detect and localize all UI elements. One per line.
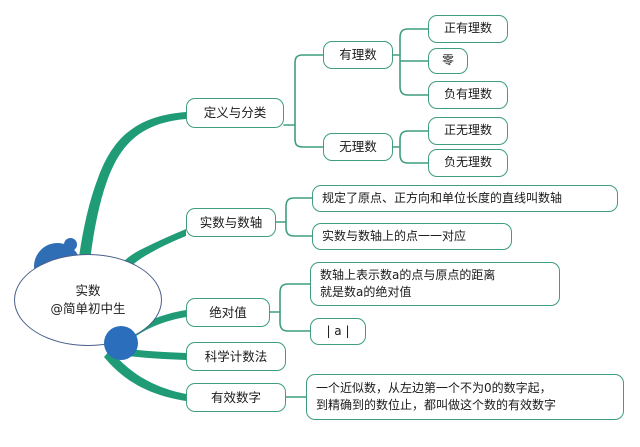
node-positive-rational-label: 正有理数 [443, 21, 492, 36]
node-irrational[interactable]: 无理数 [323, 133, 393, 161]
connector-definition-bracket [294, 54, 324, 148]
node-number-line-correspondence[interactable]: 实数与数轴上的点一一对应 [312, 223, 512, 250]
node-zero-label: 零 [441, 53, 454, 68]
node-definition[interactable]: 定义与分类 [186, 98, 284, 128]
node-significant-figures-definition[interactable]: 一个近似数，从左边第一个不为0的数字起， 到精确到的数位止，都叫做这个数的有效数… [306, 374, 624, 420]
node-irrational-label: 无理数 [339, 139, 377, 155]
root-title: 实数 [75, 282, 101, 298]
root-node-label: 实数 @简单初中生 [14, 254, 162, 346]
node-positive-irrational[interactable]: 正无理数 [428, 117, 508, 145]
branch-to-absolute-value [112, 310, 186, 350]
node-negative-rational[interactable]: 负有理数 [428, 81, 508, 109]
connector-irrational-bracket [399, 130, 429, 164]
node-rational-label: 有理数 [339, 47, 377, 63]
connector-rational-bracket [399, 28, 429, 96]
node-rational[interactable]: 有理数 [323, 41, 393, 69]
node-number-line-label: 实数与数轴 [199, 214, 263, 230]
root-node[interactable] [14, 254, 162, 346]
node-scientific-notation[interactable]: 科学计数法 [186, 342, 286, 371]
sub-connector-group [269, 28, 429, 398]
node-absolute-value[interactable]: 绝对值 [186, 298, 270, 327]
node-number-line[interactable]: 实数与数轴 [186, 208, 276, 237]
node-positive-irrational-label: 正无理数 [443, 123, 492, 138]
decoration-bubble-hub [104, 326, 138, 360]
node-absolute-value-definition-label: 数轴上表示数a的点与原点的距离 就是数a的绝对值 [320, 267, 496, 299]
node-negative-irrational-label: 负无理数 [443, 155, 492, 170]
node-scientific-notation-label: 科学计数法 [204, 348, 268, 364]
node-zero[interactable]: 零 [428, 48, 468, 74]
node-negative-rational-label: 负有理数 [443, 87, 492, 102]
node-significant-figures[interactable]: 有效数字 [186, 383, 286, 412]
node-number-line-definition[interactable]: 规定了原点、正方向和单位长度的直线叫数轴 [312, 185, 618, 212]
node-significant-figures-definition-label: 一个近似数，从左边第一个不为0的数字起， 到精确到的数位止，都叫做这个数的有效数… [316, 380, 557, 412]
node-positive-rational[interactable]: 正有理数 [428, 15, 508, 43]
node-definition-label: 定义与分类 [203, 105, 267, 121]
root-subtitle: @简单初中生 [50, 301, 126, 316]
node-absolute-value-notation-label: | a | [326, 323, 350, 338]
connector-numberline-bracket [285, 197, 313, 237]
node-significant-figures-label: 有效数字 [210, 389, 261, 405]
node-number-line-correspondence-label: 实数与数轴上的点一一对应 [322, 228, 467, 243]
connector-abs-bracket [279, 283, 311, 332]
node-negative-irrational[interactable]: 负无理数 [428, 149, 508, 177]
node-number-line-definition-label: 规定了原点、正方向和单位长度的直线叫数轴 [322, 190, 563, 205]
node-absolute-value-label: 绝对值 [209, 304, 247, 320]
node-absolute-value-definition[interactable]: 数轴上表示数a的点与原点的距离 就是数a的绝对值 [310, 262, 560, 306]
node-absolute-value-notation[interactable]: | a | [310, 318, 366, 345]
